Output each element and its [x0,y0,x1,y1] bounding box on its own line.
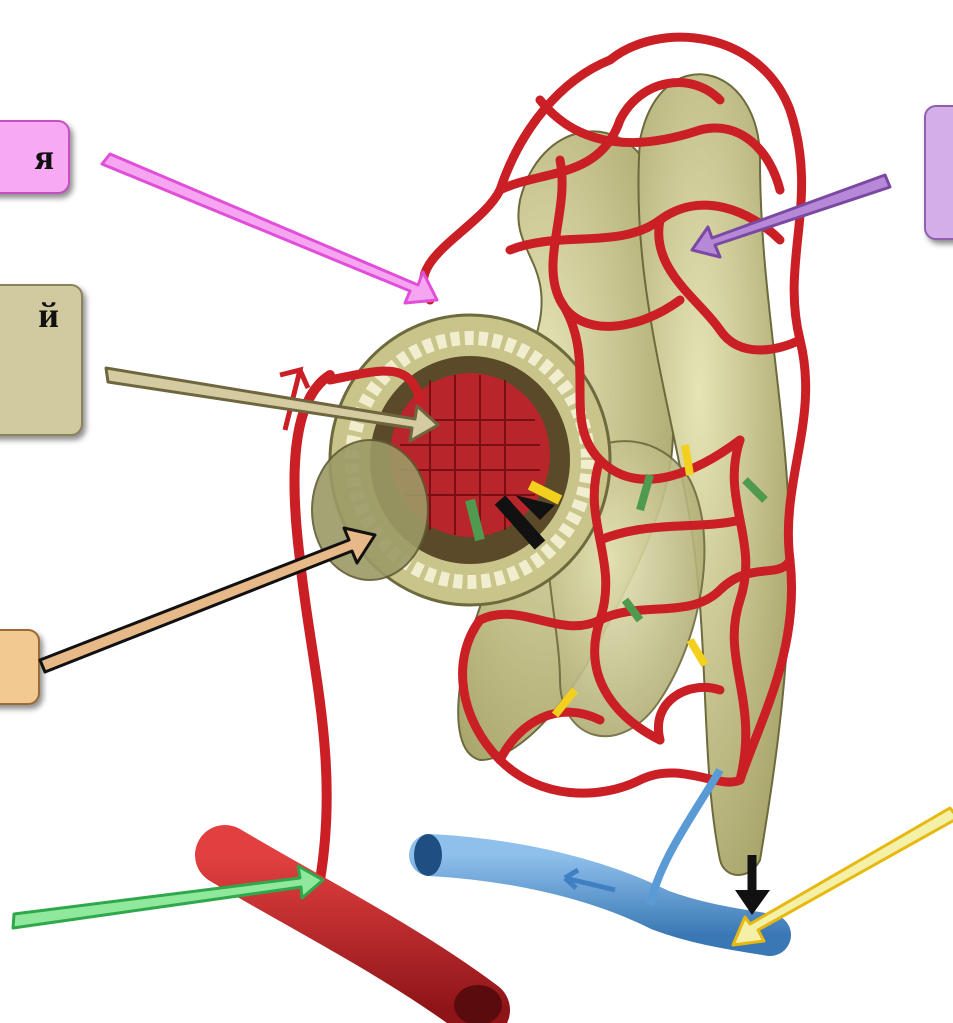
pointer-arrow-pink [102,154,437,303]
artery [225,855,502,1023]
pointer-arrow-tan [40,528,375,672]
afferent-arteriole [294,375,330,880]
